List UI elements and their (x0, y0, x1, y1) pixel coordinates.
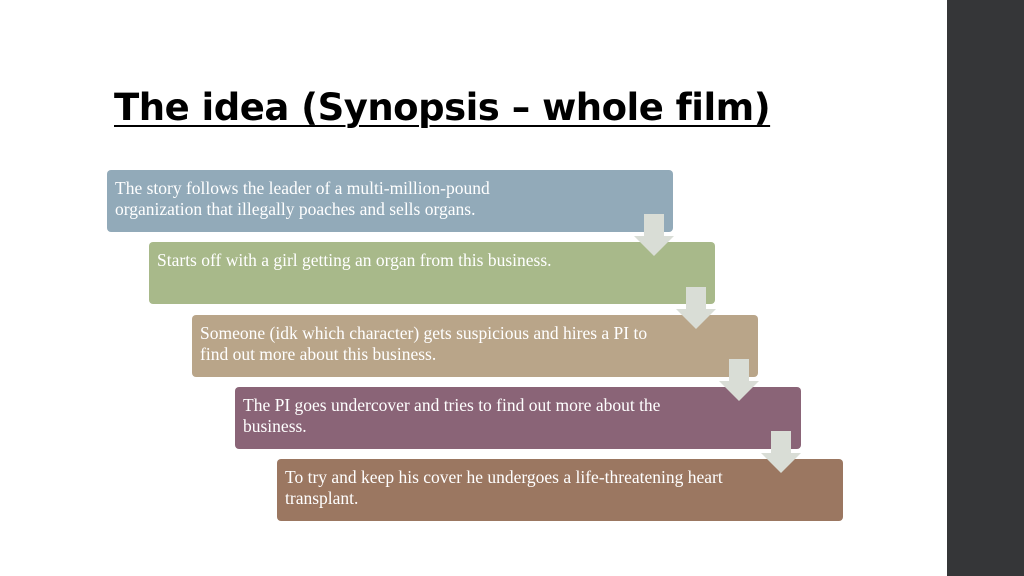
down-arrow-icon (719, 359, 759, 401)
step-1-box: The story follows the leader of a multi-… (107, 170, 673, 232)
step-5-box: To try and keep his cover he undergoes a… (277, 459, 843, 521)
step-1-text: The story follows the leader of a multi-… (115, 178, 490, 219)
down-arrow-icon (676, 287, 716, 329)
slide-title: The idea (Synopsis – whole film) (114, 86, 771, 129)
step-2-text: Starts off with a girl getting an organ … (157, 250, 552, 270)
step-3-box: Someone (idk which character) gets suspi… (192, 315, 758, 377)
right-sidebar (947, 0, 1024, 576)
step-4-text: The PI goes undercover and tries to find… (243, 395, 661, 436)
down-arrow-icon (761, 431, 801, 473)
step-5-text: To try and keep his cover he undergoes a… (285, 467, 723, 508)
down-arrow-icon (634, 214, 674, 256)
step-2-box: Starts off with a girl getting an organ … (149, 242, 715, 304)
step-4-box: The PI goes undercover and tries to find… (235, 387, 801, 449)
step-3-text: Someone (idk which character) gets suspi… (200, 323, 648, 364)
